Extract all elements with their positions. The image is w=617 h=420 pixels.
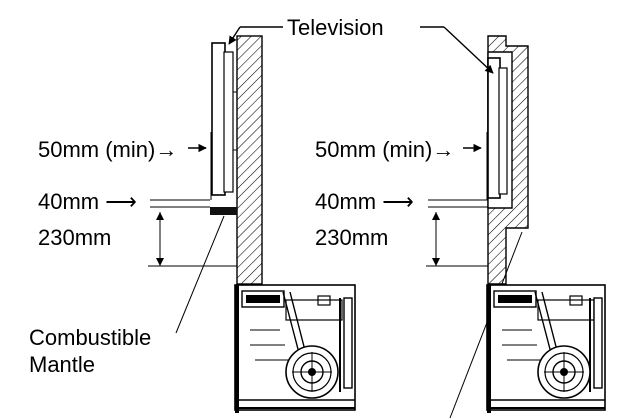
left-fireplace-insert bbox=[234, 284, 356, 413]
left-combustible-mantle bbox=[210, 207, 237, 215]
right-fireplace-insert bbox=[486, 284, 606, 413]
television-label: Television bbox=[287, 15, 384, 40]
right-wall-leader bbox=[449, 231, 523, 419]
left-television bbox=[211, 42, 237, 196]
right-clearance-label: 50mm (min)→ bbox=[315, 137, 454, 162]
left-gap-label: 40mm ⟶ bbox=[38, 189, 137, 214]
right-height-label: 230mm bbox=[315, 225, 388, 250]
left-wall bbox=[236, 35, 263, 285]
mantle-label: Mantle bbox=[29, 352, 95, 377]
left-height-label: 230mm bbox=[38, 225, 111, 250]
combustible-label: Combustible bbox=[29, 325, 151, 350]
left-mantle-leader bbox=[175, 215, 225, 334]
right-television bbox=[487, 57, 508, 199]
left-clearance-label: 50mm (min)→ bbox=[38, 137, 177, 162]
left-assembly bbox=[148, 35, 356, 413]
right-gap-label: 40mm ⟶ bbox=[315, 189, 414, 214]
right-assembly bbox=[426, 35, 606, 419]
